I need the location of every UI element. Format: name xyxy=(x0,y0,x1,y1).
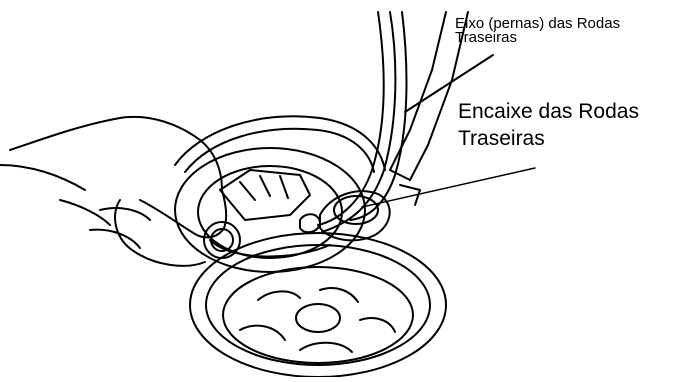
socket-label-line1: Encaixe das Rodas xyxy=(458,98,639,125)
socket-leader-line xyxy=(362,168,535,207)
wheel-hub-mechanism xyxy=(175,148,365,272)
rear-wheel xyxy=(190,233,446,377)
axle-label-line2: Traseiras xyxy=(455,31,620,45)
socket-label: Encaixe das Rodas Traseiras xyxy=(458,98,639,152)
axle-label: Eixo (pernas) das Rodas Traseiras xyxy=(455,17,620,45)
hand-illustration xyxy=(0,117,226,266)
socket-label-line2: Traseiras xyxy=(458,125,639,152)
